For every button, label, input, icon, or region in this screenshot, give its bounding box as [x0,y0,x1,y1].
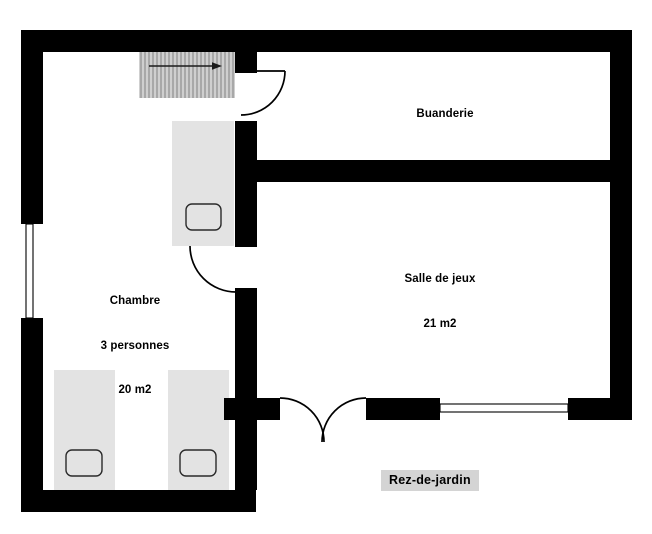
walls [21,30,632,512]
door-buanderie-swing [240,70,286,116]
bed-2-lower-left [54,370,115,492]
window-left [25,223,34,319]
wall-right-exterior [610,30,632,410]
wall-door-jamb-left [256,398,280,420]
room-occupancy-chambre: 3 personnes [100,339,170,352]
wall-bottom-right-pier [568,398,632,420]
room-area-salle-de-jeux: 21 m2 [423,317,457,330]
wall-interior-vertical-lower [235,288,257,490]
room-name-buanderie: Buanderie [416,108,474,121]
room-label-chambre: Chambre 3 personnes 20 m2 [45,265,225,427]
pillow-icon [65,449,103,477]
floor-badge-wrapper: Rez-de-jardin [381,470,479,491]
room-area-chambre: 20 m2 [118,383,152,396]
wall-top-exterior [21,30,632,52]
room-label-buanderie: Buanderie [330,78,560,152]
stairs-escalier [139,43,235,98]
wall-door-jamb-right [366,398,440,420]
stairs-treads [139,43,235,98]
bed-1-upper [172,121,234,246]
wall-interior-vertical-upper [235,121,257,247]
floor-badge: Rez-de-jardin [381,470,479,491]
wall-bottom-chambre [21,490,256,512]
stairs-direction-arrow [149,62,222,70]
bed-3-lower-right [168,370,229,492]
door-terrasse-french-swing [279,397,367,443]
wall-interior-horizontal [235,160,622,182]
door-chambre-swing [189,245,237,293]
wall-left-upper [21,30,43,224]
pillow-icon [179,449,217,477]
room-name-chambre: Chambre [109,295,161,308]
pillow-icon [185,203,222,231]
wall-left-lower [21,318,43,512]
room-name-salle-de-jeux: Salle de jeux [404,273,476,286]
room-label-salle-de-jeux: Salle de jeux 21 m2 [320,243,560,361]
wall-stub-stairs [235,30,257,73]
window-bottom-right [439,403,569,413]
